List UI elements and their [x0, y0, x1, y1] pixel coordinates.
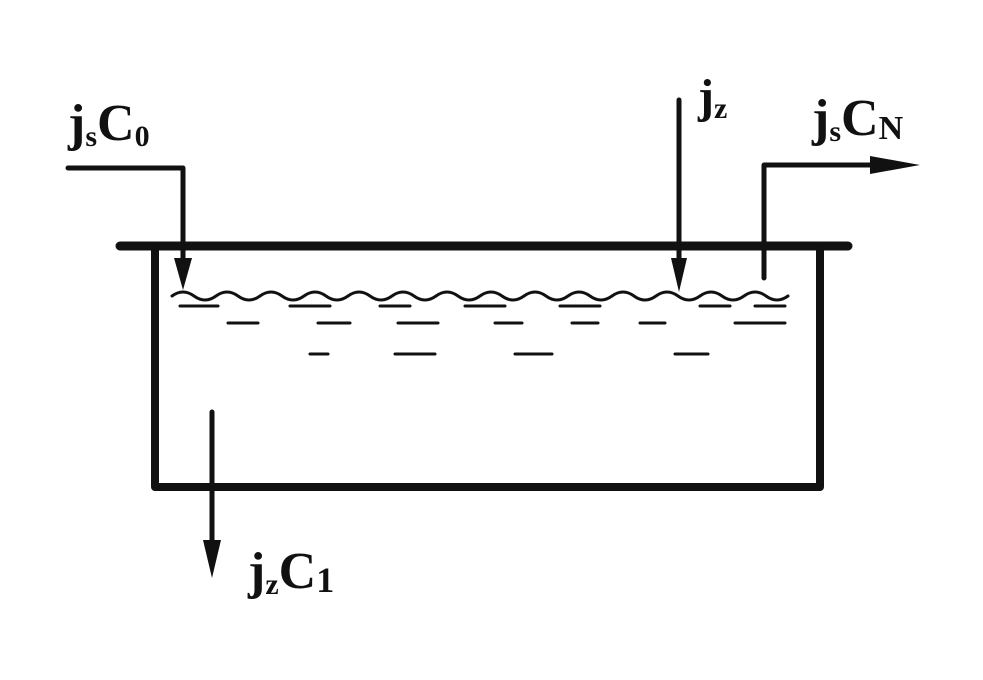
- label-outflow: jsCN: [811, 90, 904, 148]
- liquid-dashes: [178, 304, 787, 356]
- inflow-arrowhead: [174, 258, 192, 290]
- inflow-pipe: [65, 165, 186, 265]
- outflow-arrowhead: [870, 156, 920, 174]
- label-feed: jz: [697, 70, 727, 125]
- feed-arrowhead: [671, 258, 687, 292]
- tank-body: [151, 246, 824, 491]
- outflow-pipe: [761, 162, 883, 281]
- label-inflow: jsC0: [67, 95, 150, 153]
- drain-arrowhead: [203, 540, 221, 578]
- label-drain: jzC1: [247, 543, 334, 601]
- liquid-surface: [170, 290, 790, 302]
